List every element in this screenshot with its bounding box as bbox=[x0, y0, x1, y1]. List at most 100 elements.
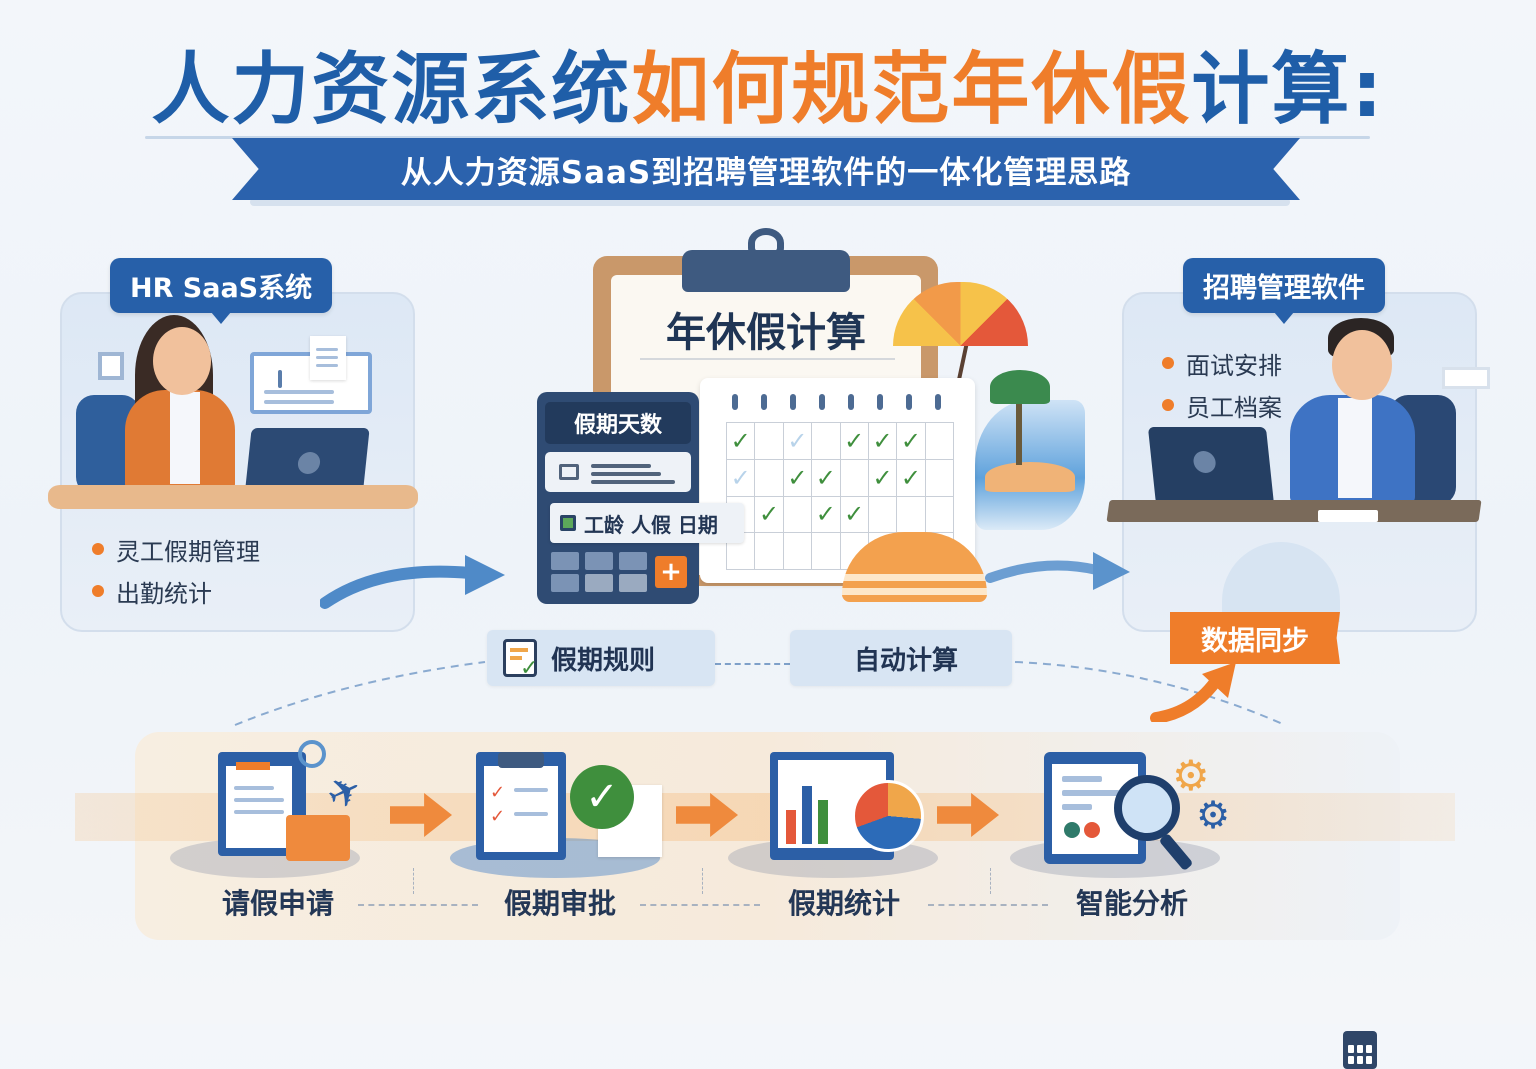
woman-shirt bbox=[170, 392, 200, 484]
gear-icon: ⚙ bbox=[1196, 793, 1231, 837]
calendar-day bbox=[783, 496, 813, 534]
floating-document-icon bbox=[310, 336, 346, 380]
calendar-day: ✓ bbox=[897, 423, 926, 460]
calendar-day bbox=[812, 423, 841, 460]
calculator-key bbox=[585, 574, 613, 592]
island-illustration bbox=[985, 462, 1075, 492]
calculator-key bbox=[551, 574, 579, 592]
calendar-day bbox=[755, 423, 784, 460]
step-label-approval: 假期审批 bbox=[503, 887, 616, 920]
calculator-title: 假期天数 bbox=[545, 402, 691, 444]
calendar-ring bbox=[761, 394, 767, 410]
calendar-day: ✓ bbox=[783, 423, 813, 460]
recruitment-label: 招聘管理软件 bbox=[1183, 258, 1385, 324]
curved-arrow-right-icon bbox=[320, 555, 505, 609]
palm-tree-icon bbox=[990, 370, 1050, 404]
calendar-day bbox=[925, 459, 954, 497]
calendar-day bbox=[897, 496, 926, 534]
rules-checklist-icon: ✓ bbox=[503, 639, 538, 681]
step-label-leave-request: 请假申请 bbox=[221, 887, 334, 920]
calculator-key bbox=[551, 552, 579, 570]
calendar-ring bbox=[732, 394, 738, 410]
calculator-icon bbox=[1343, 1031, 1377, 1069]
feature-item: 出勤统计 bbox=[92, 570, 260, 612]
calculator-key bbox=[585, 552, 613, 570]
calculator-field: 工龄 人假 日期 bbox=[550, 503, 744, 543]
recruitment-features: 面试安排 员工档案 bbox=[1162, 342, 1282, 426]
ribbon-shadow bbox=[250, 198, 1290, 206]
title-segment-highlight: 如何规范年休假 bbox=[631, 45, 1192, 135]
calendar-day bbox=[812, 533, 841, 570]
calendar-grid: ✓ ✓ ✓ ✓ ✓ ✓ ✓ ✓ ✓ ✓ ✓ ✓ ✓ bbox=[726, 422, 954, 570]
calendar-day bbox=[868, 496, 898, 534]
hr-saas-features: 灵工假期管理 出勤统计 bbox=[92, 528, 260, 612]
calendar-ring bbox=[906, 394, 912, 410]
page-title: 人力资源系统如何规范年休假计算: bbox=[0, 40, 1536, 140]
feature-item: 员工档案 bbox=[1162, 384, 1282, 426]
divider bbox=[702, 868, 703, 894]
dashed-connector bbox=[358, 904, 478, 906]
bullet-dot-icon bbox=[1162, 357, 1174, 369]
calendar-day: ✓ bbox=[868, 459, 898, 497]
dashed-connector bbox=[928, 904, 1048, 906]
feature-item: 面试安排 bbox=[1162, 342, 1282, 384]
calendar-day bbox=[727, 533, 756, 570]
divider bbox=[413, 868, 414, 894]
calendar-ring bbox=[877, 394, 883, 410]
calendar-day: ✓ bbox=[812, 459, 841, 497]
hr-saas-label: HR SaaS系统 bbox=[110, 258, 333, 324]
dashed-connector bbox=[715, 663, 790, 665]
data-sync-tag: 数据同步 bbox=[1170, 612, 1340, 664]
calendar-day: ✓ bbox=[783, 459, 813, 497]
title-segment-system: 人力资源系统 bbox=[151, 45, 632, 135]
calendar-day bbox=[925, 423, 954, 460]
step-label-statistics: 假期统计 bbox=[787, 887, 900, 920]
approved-check-icon: ✓ bbox=[570, 765, 634, 829]
checkbox-icon bbox=[560, 515, 576, 531]
palm-trunk bbox=[1016, 395, 1022, 465]
dashed-connector bbox=[640, 904, 760, 906]
calendar-day: ✓ bbox=[868, 423, 898, 460]
desk-left bbox=[48, 485, 418, 509]
bullet-dot-icon bbox=[92, 543, 104, 555]
feature-item: 灵工假期管理 bbox=[92, 528, 260, 570]
calendar-day: ✓ bbox=[812, 496, 841, 534]
calculator-key bbox=[619, 552, 647, 570]
calendar-day: ✓ bbox=[727, 423, 756, 460]
step-label-analysis: 智能分析 bbox=[1075, 887, 1188, 920]
clipboard-clip-icon bbox=[682, 250, 850, 292]
title-segment-calc: 计算: bbox=[1191, 45, 1385, 135]
calendar-day: ✓ bbox=[840, 423, 869, 460]
subtitle-ribbon: 从人力资源SaaS到招聘管理软件的一体化管理思路 bbox=[232, 138, 1300, 200]
calendar-day: ✓ bbox=[897, 459, 926, 497]
approval-clipboard-icon: ✓ ✓ bbox=[476, 752, 566, 860]
clipboard-divider bbox=[640, 358, 895, 360]
bullet-dot-icon bbox=[1162, 399, 1174, 411]
man-shirt bbox=[1338, 398, 1372, 498]
divider bbox=[990, 868, 991, 894]
laptop-right bbox=[1147, 427, 1275, 505]
title-divider bbox=[145, 136, 1370, 139]
calendar-day bbox=[783, 533, 813, 570]
bullet-dot-icon bbox=[92, 585, 104, 597]
calendar-day bbox=[925, 496, 954, 534]
calendar-day bbox=[755, 459, 784, 497]
wall-frame-icon bbox=[98, 352, 124, 380]
calendar-day: ✓ bbox=[727, 459, 756, 497]
paper-on-desk bbox=[1318, 510, 1378, 522]
envelope-icon bbox=[286, 815, 350, 861]
subtitle-text: 从人力资源SaaS到招聘管理软件的一体化管理思路 bbox=[400, 154, 1132, 191]
calculator-key bbox=[619, 574, 647, 592]
dashed-arc-connector bbox=[234, 661, 1286, 726]
calendar-day bbox=[755, 533, 784, 570]
woman-avatar bbox=[153, 327, 211, 395]
calendar-ring bbox=[935, 394, 941, 410]
leave-rules-tag: ✓ 假期规则 bbox=[487, 630, 715, 686]
calendar-day bbox=[840, 459, 869, 497]
calendar-day: ✓ bbox=[755, 496, 784, 534]
calendar-ring bbox=[790, 394, 796, 410]
gear-icon: ⚙ bbox=[1172, 751, 1210, 800]
sync-arrow-icon bbox=[1150, 662, 1236, 722]
leave-days-calculator: 假期天数 + bbox=[537, 392, 699, 604]
search-bubble-icon bbox=[298, 740, 326, 768]
